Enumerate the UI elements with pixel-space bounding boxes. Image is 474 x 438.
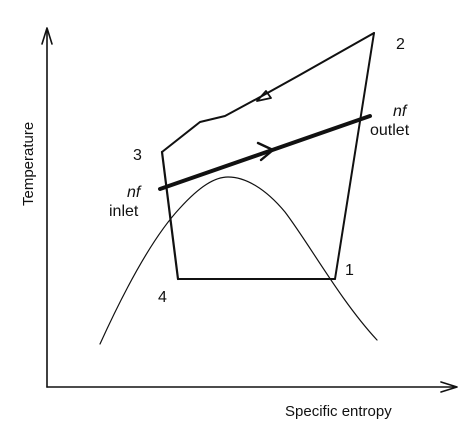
nf-outlet-italic-label: nf <box>393 103 408 120</box>
saturation-dome-curve <box>99 176 378 345</box>
x-axis-arrowhead <box>440 381 458 393</box>
nf-inlet-italic-label: nf <box>127 184 142 201</box>
condensation-line-2-3 <box>161 32 375 153</box>
point-1-label: 1 <box>345 262 354 279</box>
nanofluid-heating-line <box>158 114 372 191</box>
y-axis-arrowhead <box>41 27 53 45</box>
axes <box>41 27 458 393</box>
nf-inlet-label: inlet <box>109 203 139 220</box>
expansion-line-3-4 <box>160 150 180 281</box>
x-axis-label: Specific entropy <box>285 403 392 420</box>
compression-line-1-2 <box>334 32 375 280</box>
y-axis-label: Temperature <box>20 122 37 206</box>
point-2-label: 2 <box>396 36 405 53</box>
point-4-label: 4 <box>158 289 167 306</box>
nanofluid-line-group <box>158 114 372 191</box>
condensation-direction-arrowhead <box>256 90 272 102</box>
nf-outlet-label: outlet <box>370 122 410 139</box>
nanofluid-direction-arrowhead <box>256 141 275 162</box>
refrigerant-cycle <box>160 32 375 281</box>
point-3-label: 3 <box>133 147 142 164</box>
